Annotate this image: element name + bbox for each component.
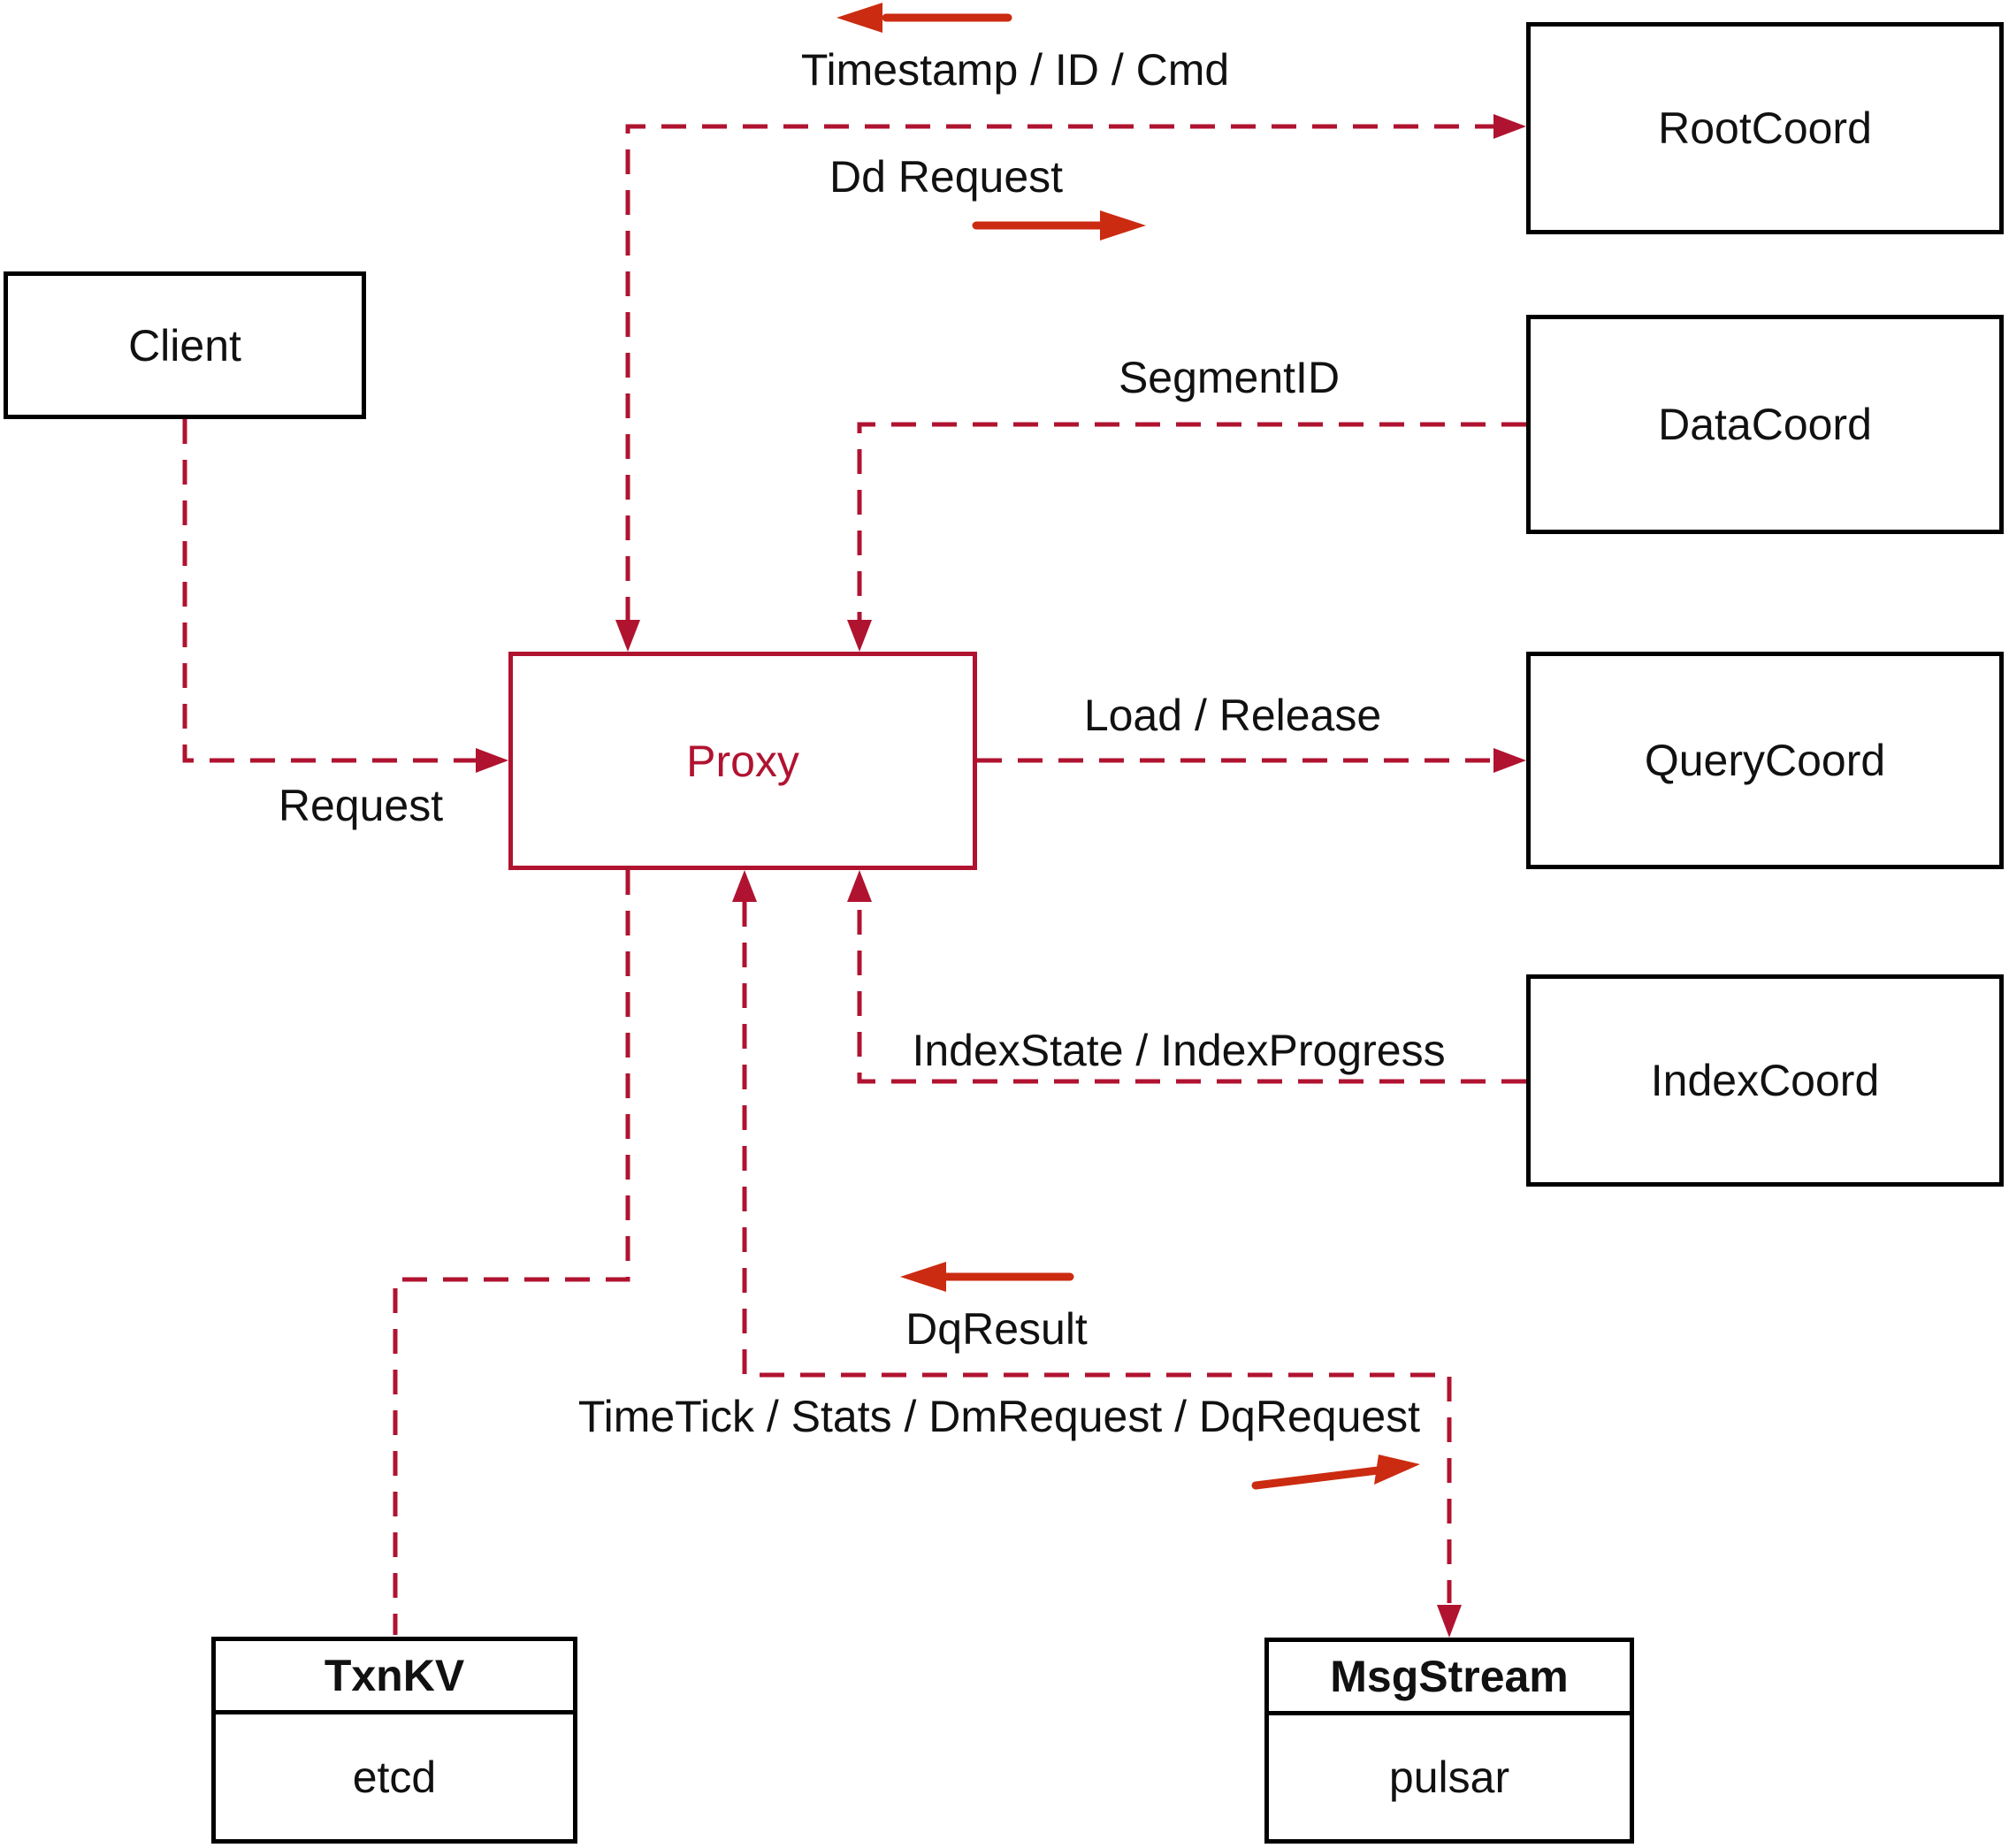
arrowhead-into-proxy-bottom-indexline bbox=[847, 870, 872, 902]
edge-label-dd-request: Dd Request bbox=[829, 152, 1064, 202]
edge-label-timestamp-id-cmd: Timestamp / ID / Cmd bbox=[800, 45, 1230, 95]
node-datacoord: DataCoord bbox=[1526, 315, 2004, 534]
node-indexcoord: IndexCoord bbox=[1526, 974, 2004, 1187]
node-rootcoord: RootCoord bbox=[1526, 22, 2004, 234]
node-msgstream-backend: pulsar bbox=[1388, 1753, 1510, 1802]
arrowhead-into-proxy-top-rootline bbox=[615, 620, 640, 652]
node-querycoord-label: QueryCoord bbox=[1644, 736, 1886, 785]
arrowhead-into-rootcoord bbox=[1493, 114, 1526, 139]
node-txnkv-header: TxnKV bbox=[216, 1641, 573, 1714]
node-client: Client bbox=[4, 271, 366, 419]
node-rootcoord-label: RootCoord bbox=[1658, 103, 1872, 153]
edge-indexcoord-to-proxy bbox=[857, 902, 1526, 1084]
node-proxy-label: Proxy bbox=[686, 736, 799, 786]
arrowhead-into-proxy-bottom-msgline bbox=[732, 870, 757, 902]
edge-label-load-release: Load / Release bbox=[1083, 691, 1382, 740]
node-client-label: Client bbox=[128, 320, 241, 370]
arrowhead-into-proxy-left bbox=[476, 748, 508, 773]
node-msgstream-title: MsgStream bbox=[1330, 1652, 1569, 1701]
node-indexcoord-label: IndexCoord bbox=[1650, 1056, 1880, 1105]
direction-arrow-timetick-right bbox=[1251, 1455, 1420, 1490]
edge-proxy-rootcoord bbox=[625, 124, 1494, 622]
node-datacoord-label: DataCoord bbox=[1658, 400, 1872, 449]
direction-arrow-dqresult-left bbox=[900, 1262, 1074, 1292]
edge-label-request: Request bbox=[278, 781, 444, 830]
node-proxy: Proxy bbox=[508, 652, 977, 870]
node-txnkv-backend: etcd bbox=[352, 1752, 437, 1802]
edge-proxy-msgstream bbox=[742, 902, 1452, 1603]
node-txnkv: TxnKV etcd bbox=[211, 1637, 577, 1844]
arrowhead-into-proxy-top-dataline bbox=[847, 620, 872, 652]
node-querycoord: QueryCoord bbox=[1526, 652, 2004, 869]
node-txnkv-title: TxnKV bbox=[324, 1651, 465, 1700]
edge-label-index-state-progress: IndexState / IndexProgress bbox=[912, 1026, 1446, 1075]
edge-label-segment-id: SegmentID bbox=[1118, 353, 1341, 402]
node-msgstream-body: pulsar bbox=[1269, 1715, 1630, 1839]
edge-label-timetick-stats: TimeTick / Stats / DmRequest / DqRequest bbox=[577, 1392, 1421, 1441]
node-msgstream-header: MsgStream bbox=[1269, 1642, 1630, 1715]
arrowhead-into-querycoord bbox=[1493, 748, 1526, 773]
edge-datacoord-to-proxy bbox=[857, 422, 1526, 622]
edge-label-dq-result: DqResult bbox=[905, 1304, 1088, 1354]
node-msgstream: MsgStream pulsar bbox=[1264, 1638, 1634, 1844]
edge-client-to-proxy bbox=[182, 419, 477, 763]
arrowhead-into-msgstream bbox=[1437, 1605, 1462, 1638]
edge-proxy-txnkv bbox=[393, 870, 630, 1635]
direction-arrow-dd-request-right bbox=[972, 210, 1146, 241]
node-txnkv-body: etcd bbox=[216, 1714, 573, 1839]
direction-arrow-timestamp-left bbox=[836, 3, 1012, 33]
